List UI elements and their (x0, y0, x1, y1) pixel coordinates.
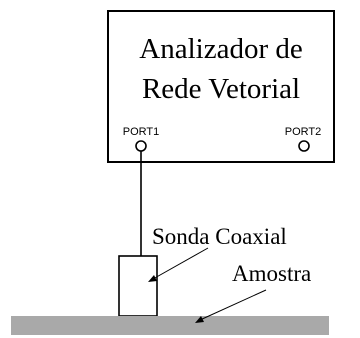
port2-connector (298, 140, 310, 152)
port1-label: PORT1 (123, 126, 159, 138)
probe-pointer (152, 247, 209, 280)
probe-pointer-arrowhead (148, 275, 157, 282)
sample-pointer-arrowhead (195, 316, 204, 323)
analyzer-title-line2: Rede Vetorial (142, 73, 300, 105)
sample-slab (11, 316, 329, 335)
coaxial-probe (118, 255, 158, 317)
analyzer-box (107, 10, 335, 163)
probe-label: Sonda Coaxial (152, 224, 287, 249)
port2-label: PORT2 (285, 126, 321, 138)
analyzer-title-line1: Analizador de (139, 33, 302, 65)
port1-connector (135, 140, 147, 152)
sample-label: Amostra (232, 261, 311, 286)
sample-pointer (199, 289, 267, 321)
